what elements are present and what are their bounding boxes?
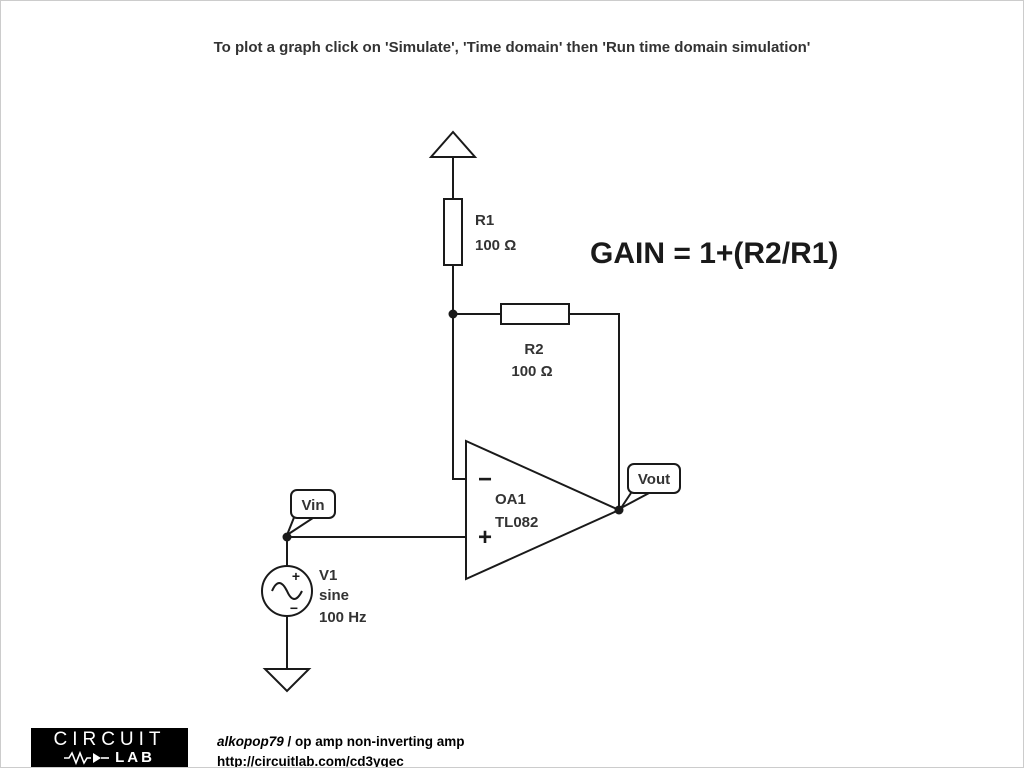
- node-dot-vout: [614, 505, 624, 515]
- vout-flag: [627, 463, 681, 494]
- circuit-url: http://circuitlab.com/cd3ygec: [217, 754, 404, 768]
- vout-label: Vout: [638, 471, 670, 488]
- opamp-model-label: TL082: [495, 514, 538, 531]
- vin-flag: [290, 489, 336, 519]
- wire-r2-to-output: [569, 313, 620, 510]
- logo-circuit-text: CIRCUIT: [53, 729, 166, 750]
- v1-minus-sign: −: [290, 600, 298, 616]
- r2-value-label: 100 Ω: [511, 363, 552, 380]
- circuit-title: op amp non-inverting amp: [295, 734, 465, 749]
- waveform-icon: [64, 750, 110, 766]
- r1-value-label: 100 Ω: [475, 237, 516, 254]
- node-dot-feedback: [448, 309, 458, 319]
- resistor-r1-body: [443, 198, 463, 266]
- wire-r1-to-opamp-minus: [452, 265, 466, 480]
- opamp-triangle: [465, 439, 622, 581]
- gain-formula: GAIN = 1+(R2/R1): [590, 237, 839, 270]
- v1-frequency-label: 100 Hz: [319, 609, 367, 626]
- v1-waveform-label: sine: [319, 587, 349, 604]
- v1-sine-glyph: [271, 582, 303, 600]
- resistor-r2-body: [500, 303, 570, 325]
- node-dot-vin: [282, 532, 292, 542]
- power-supply-icon: [428, 130, 478, 158]
- opamp-minus-input-sign: −: [478, 466, 492, 493]
- r1-name-label: R1: [475, 212, 494, 229]
- instruction-text: To plot a graph click on 'Simulate', 'Ti…: [213, 39, 811, 56]
- v1-name-label: V1: [319, 567, 337, 584]
- vin-label: Vin: [301, 497, 324, 514]
- separator: /: [283, 734, 296, 749]
- opamp-name-label: OA1: [495, 491, 526, 508]
- circuit-title-line: alkopop79 / op amp non-inverting amp: [217, 732, 465, 752]
- opamp-plus-input-sign: +: [478, 524, 492, 551]
- logo-lab-text: LAB: [115, 749, 155, 766]
- r2-name-label: R2: [524, 341, 543, 358]
- author-name: alkopop79: [217, 734, 284, 749]
- footer-caption: alkopop79 / op amp non-inverting amp htt…: [217, 732, 465, 768]
- circuitlab-logo: CIRCUIT LAB: [31, 728, 188, 767]
- v1-plus-sign: +: [292, 568, 300, 584]
- ground-icon: [262, 668, 312, 693]
